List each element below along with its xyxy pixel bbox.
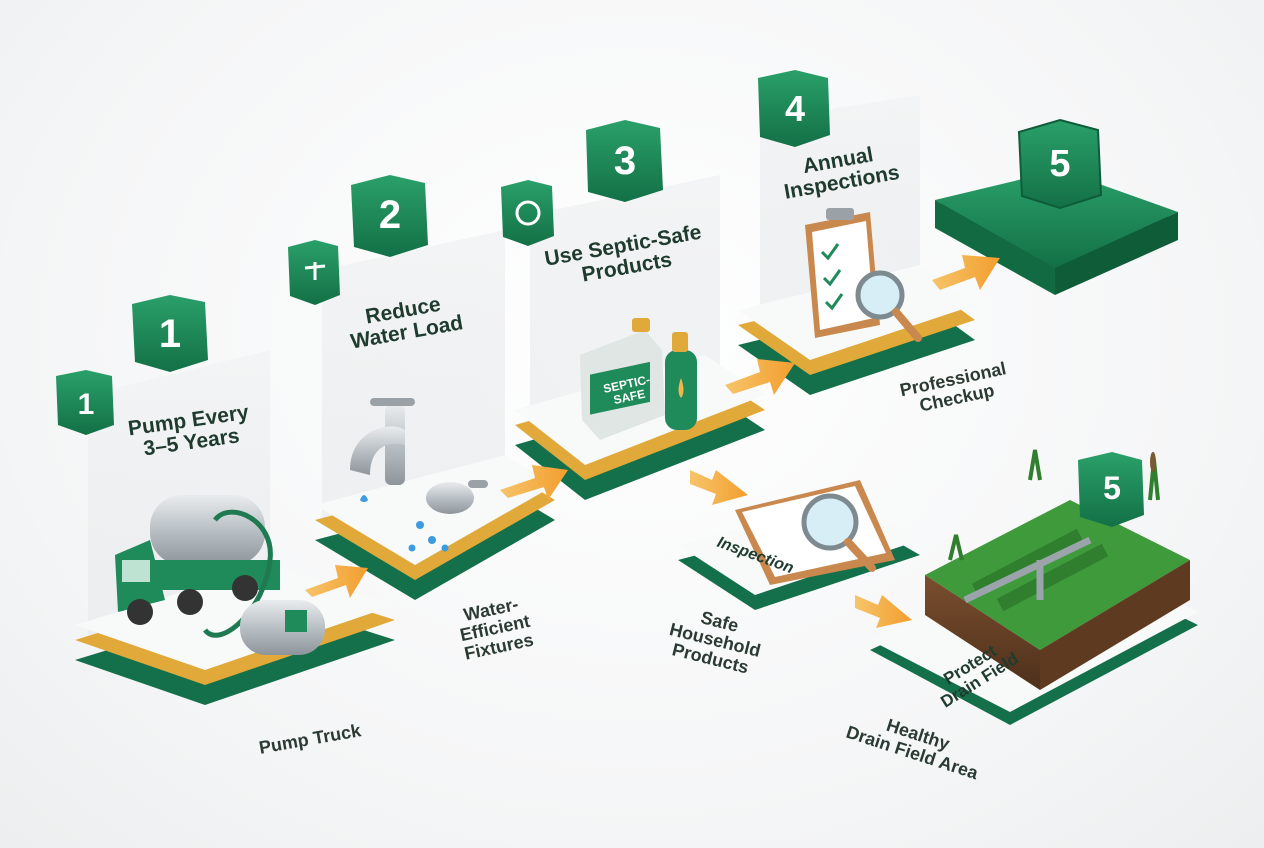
inspection-card xyxy=(678,480,920,610)
drain-field xyxy=(870,449,1198,725)
faucet-icon xyxy=(350,398,415,502)
drain-field-badge-number: 5 xyxy=(1103,470,1121,506)
step-1-badge-number: 1 xyxy=(158,312,182,356)
step-3-large-badge xyxy=(586,120,663,202)
drain-field-badge xyxy=(1078,452,1144,527)
step-4-badge-number: 4 xyxy=(784,88,806,129)
step-2 xyxy=(288,175,555,600)
step-4-large-badge xyxy=(758,70,830,147)
step-2-badge-number: 2 xyxy=(378,193,402,237)
step-1-small-badge-number: 1 xyxy=(77,388,95,421)
step-4 xyxy=(738,70,975,395)
arrow-2-to-3 xyxy=(500,465,568,500)
step-2-large-badge xyxy=(351,175,428,257)
step-1-large-badge xyxy=(132,295,208,372)
step-5-top-badge xyxy=(1017,118,1103,210)
arrow-3-to-inspection xyxy=(690,470,748,505)
arrow-inspection-to-drain xyxy=(855,595,912,628)
clipboard-icon xyxy=(805,208,880,338)
magnifier-icon xyxy=(855,270,922,342)
step-1 xyxy=(56,295,395,705)
faucet-badge-icon xyxy=(288,240,340,305)
bottle-icon xyxy=(665,332,697,430)
pump-truck-icon xyxy=(115,495,325,655)
step-3-badge-number: 3 xyxy=(613,139,637,183)
arrow-3-to-4 xyxy=(725,359,795,395)
step-5-top xyxy=(935,118,1178,295)
jug-badge-icon xyxy=(501,180,554,246)
soil-block-icon xyxy=(925,449,1190,690)
step-5-platform xyxy=(935,170,1178,295)
step-3 xyxy=(501,120,765,500)
septic-safe-jug-icon xyxy=(580,318,665,440)
step-5-top-badge-number: 5 xyxy=(1049,143,1071,185)
step-1-small-badge xyxy=(56,370,114,435)
arrow-1-to-2 xyxy=(305,565,368,598)
arrow-4-to-5 xyxy=(932,255,1000,290)
shower-head-icon xyxy=(408,480,488,552)
